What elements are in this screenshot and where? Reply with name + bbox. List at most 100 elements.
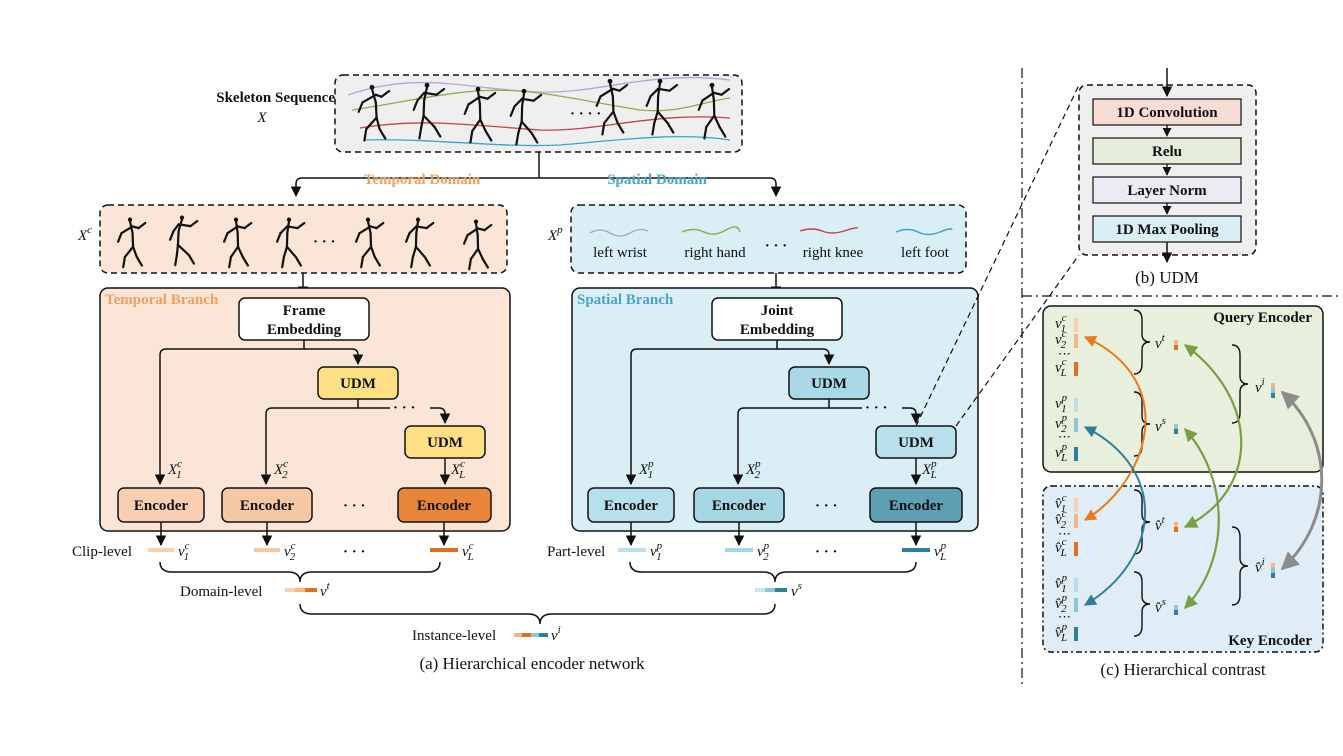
query-vi: vi [1255, 376, 1265, 396]
part-level-label: Part-level [547, 544, 605, 560]
instance-level-features: Instance-level vi [412, 624, 561, 644]
frame-skeleton-5 [355, 217, 385, 269]
frame-embedding-line2: Embedding [267, 322, 342, 338]
spatial-input: Xp left wrist right hand · · · right kne… [547, 204, 967, 274]
frames-ellipsis: · · · [313, 234, 336, 250]
clip-level-label: Clip-level [72, 544, 132, 560]
key-vt: v̂t [1155, 514, 1166, 534]
caption-a: (a) Hierarchical encoder network [419, 654, 645, 673]
svg-text:Encoder: Encoder [417, 498, 472, 514]
part-label-right-knee: right knee [803, 245, 864, 261]
temporal-frames-box [99, 204, 508, 274]
frame-skeleton-1 [116, 217, 147, 269]
spatial-domain-contrast-arrow [1184, 428, 1220, 609]
svg-text:· · ·: · · · [343, 544, 366, 560]
key-encoder-panel [1042, 485, 1324, 653]
sequence-skeleton-3 [463, 86, 497, 144]
svg-text:Relu: Relu [1152, 144, 1182, 160]
udm-detail: 1D Convolution Relu Layer Norm 1D Max Po… [1078, 68, 1257, 287]
svg-text:vc2: vc2 [284, 540, 296, 563]
trajectory-blue [364, 135, 731, 147]
svg-text:vc1: vc1 [178, 540, 190, 563]
domain-split-arrows [290, 152, 782, 198]
key-vs: v̂s [1155, 596, 1166, 616]
trajectory-green [351, 89, 731, 112]
aggregation-braces [159, 561, 917, 625]
svg-text:UDM: UDM [811, 376, 847, 392]
frame-embedding-line1: Frame [283, 303, 326, 319]
vertical-ellipsis: ⋯ [1058, 346, 1071, 361]
svg-text:vs: vs [791, 580, 802, 600]
part-trajectory-left-foot [895, 228, 953, 236]
part-label-right-hand: right hand [684, 245, 746, 261]
temporal-branch: Temporal Branch Frame Embedding UDM UDM … [99, 287, 511, 547]
spatial-branch-title: Spatial Branch [577, 292, 674, 308]
svg-text:Layer Norm: Layer Norm [1127, 183, 1207, 199]
udm-layer-relu [1092, 137, 1242, 165]
caption-b: (b) UDM [1135, 268, 1199, 287]
svg-text:Encoder: Encoder [240, 498, 295, 514]
domain-level-features: Domain-level vt vs [180, 580, 802, 600]
zoom-line-bottom [955, 254, 1080, 427]
input-symbol: X [256, 110, 267, 126]
zoom-line-top [915, 84, 1080, 427]
svg-text:1D Max Pooling: 1D Max Pooling [1115, 222, 1219, 238]
svg-text:Encoder: Encoder [134, 498, 189, 514]
sequence-skeletons [357, 78, 731, 146]
spatial-domain-label: Spatial Domain [607, 172, 707, 188]
svg-text:Encoder: Encoder [712, 498, 767, 514]
sequence-skeleton-2 [412, 82, 446, 140]
svg-text:Embedding: Embedding [740, 322, 815, 338]
svg-text:· · ·: · · · [815, 498, 838, 514]
key-vi: v̂i [1255, 556, 1265, 576]
svg-text:Domain-level: Domain-level [180, 584, 262, 600]
udm-layer-conv [1092, 98, 1242, 126]
frame-skeleton-2 [169, 215, 199, 267]
frame-skeleton-3 [223, 217, 253, 269]
part-label-left-wrist: left wrist [593, 245, 648, 261]
parts-ellipsis: · · · [765, 238, 788, 254]
svg-text:vt: vt [320, 580, 331, 600]
caption-c: (c) Hierarchical contrast [1100, 660, 1265, 679]
part-contrast-arrow [1083, 426, 1147, 606]
svg-text:Query Encoder: Query Encoder [1213, 310, 1312, 326]
svg-text:· · ·: · · · [815, 544, 838, 560]
svg-text:Joint: Joint [761, 303, 794, 319]
vertical-ellipsis: ⋯ [1058, 526, 1071, 541]
sequence-skeleton-6 [645, 78, 679, 136]
svg-text:· · ·: · · · [343, 498, 366, 514]
sequence-ellipsis: · · · · [570, 106, 601, 122]
spatial-input-symbol: Xp [547, 224, 563, 244]
sequence-skeleton-5 [595, 78, 629, 136]
svg-text:vpL: vpL [934, 540, 947, 563]
svg-text:Encoder: Encoder [604, 498, 659, 514]
sequence-skeleton-7 [697, 82, 731, 140]
skeleton-sequence-input: Skeleton Sequence X · · · · [216, 74, 743, 153]
sequence-skeleton-1 [357, 84, 391, 142]
clip-contrast-arrow [1083, 335, 1147, 521]
svg-text:1D Convolution: 1D Convolution [1116, 105, 1218, 121]
part-trajectory-right-knee [799, 227, 859, 234]
svg-text:UDM: UDM [340, 376, 376, 392]
instance-contrast-arrow [1280, 390, 1324, 571]
sequence-skeleton-4 [509, 88, 543, 146]
frame-skeleton-4 [276, 217, 306, 269]
svg-text:UDM: UDM [898, 435, 934, 451]
udm-layer-pool [1092, 215, 1242, 243]
